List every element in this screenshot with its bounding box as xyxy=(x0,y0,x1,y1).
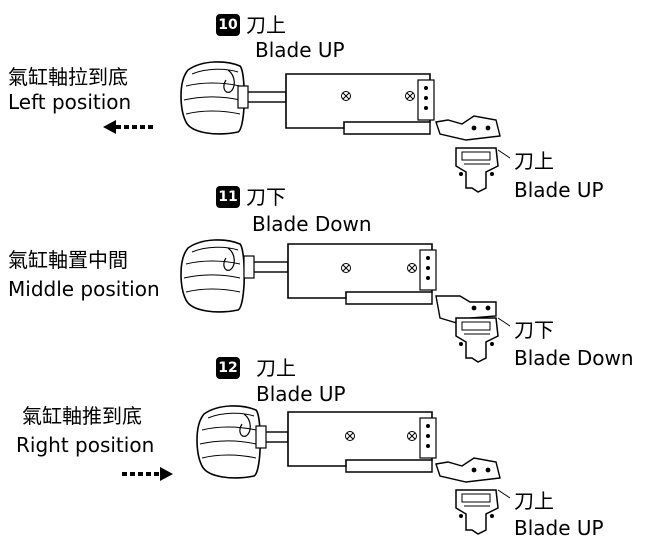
cylinder-assembly-middle xyxy=(180,239,511,363)
hand-icon xyxy=(180,239,246,313)
step-label-zh: 刀下 xyxy=(246,185,286,209)
cylinder-assembly-left xyxy=(103,61,511,193)
step-label-en: Blade UP xyxy=(255,38,345,62)
position-label-zh: 氣缸軸置中間 xyxy=(8,248,128,272)
step-number-badge: 12 xyxy=(216,357,240,379)
cylinder-assembly-right xyxy=(122,405,511,535)
position-label-en: Left position xyxy=(8,90,132,114)
blade-state-zh: 刀下 xyxy=(514,318,554,342)
hand-icon xyxy=(196,405,262,479)
step-label-zh: 刀上 xyxy=(246,13,286,37)
blade-down-icon xyxy=(455,317,499,363)
step-label-en: Blade Down xyxy=(252,212,372,236)
blade-state-en: Blade Down xyxy=(514,346,634,370)
hand-icon xyxy=(180,61,246,135)
right-arrow-icon xyxy=(122,467,173,481)
blade-state-en: Blade UP xyxy=(514,178,604,202)
step-label-en: Blade UP xyxy=(256,382,346,406)
blade-state-zh: 刀上 xyxy=(514,489,554,513)
blade-state-en: Blade UP xyxy=(514,516,604,540)
blade-up-icon xyxy=(455,489,499,535)
left-arrow-icon xyxy=(103,120,153,134)
blade-state-zh: 刀上 xyxy=(514,149,554,173)
step-label-zh: 刀上 xyxy=(256,356,296,380)
blade-up-icon xyxy=(455,147,499,193)
position-label-zh: 氣缸軸拉到底 xyxy=(8,65,128,89)
position-label-en: Right position xyxy=(16,433,155,457)
step-number-badge: 10 xyxy=(216,14,240,36)
position-label-en: Middle position xyxy=(8,277,160,301)
position-label-zh: 氣缸軸推到底 xyxy=(22,404,142,428)
step-number-badge: 11 xyxy=(216,186,240,208)
